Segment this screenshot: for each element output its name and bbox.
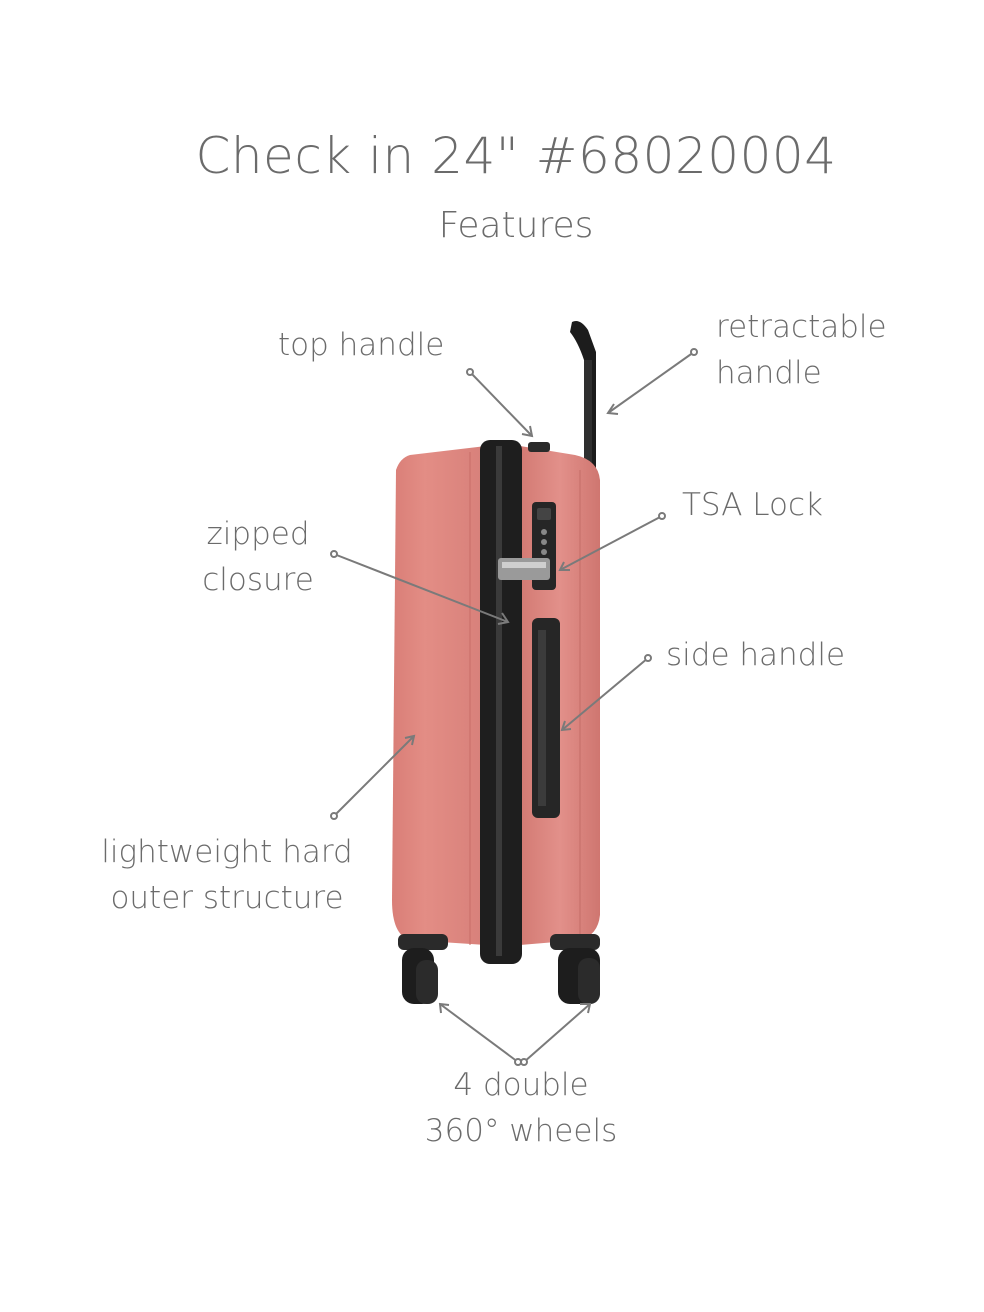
pointer-lines (330, 348, 698, 1066)
callout-zipped-closure: zipped closure (196, 511, 320, 603)
callout-zipped-closure-line-1: zipped (206, 516, 310, 552)
callout-retractable-handle-line-1: retractable (716, 309, 887, 345)
callout-wheels-line-2: 360° wheels (424, 1113, 618, 1149)
callout-wheels: 4 double 360° wheels (416, 1062, 626, 1154)
callout-outer-structure: lightweight hard outer structure (86, 829, 368, 921)
callout-zipped-closure-line-2: closure (202, 562, 314, 598)
callout-outer-structure-line-2: outer structure (110, 880, 344, 916)
tsa-lock-graphic (498, 502, 556, 590)
callout-retractable-handle: retractable handle (716, 304, 887, 396)
callout-tsa-lock: TSA Lock (682, 482, 823, 528)
callout-top-handle-line-1: top handle (278, 327, 445, 363)
top-handle-graphic (528, 442, 550, 452)
page-title: Check in 24" #68020004 (195, 127, 837, 185)
callout-tsa-lock-line-1: TSA Lock (682, 487, 823, 523)
zipper-band (480, 440, 522, 964)
callout-outer-structure-line-1: lightweight hard (101, 834, 353, 870)
page-subtitle: Features (438, 205, 594, 246)
wheels-graphic (398, 934, 600, 1004)
callout-side-handle-line-1: side handle (666, 637, 846, 673)
side-handle-graphic (532, 618, 560, 818)
callout-wheels-line-1: 4 double (453, 1067, 589, 1103)
callout-top-handle: top handle (278, 322, 444, 368)
retractable-handle-graphic (570, 321, 596, 470)
callout-side-handle: side handle (666, 632, 845, 678)
callout-retractable-handle-line-2: handle (716, 355, 822, 391)
